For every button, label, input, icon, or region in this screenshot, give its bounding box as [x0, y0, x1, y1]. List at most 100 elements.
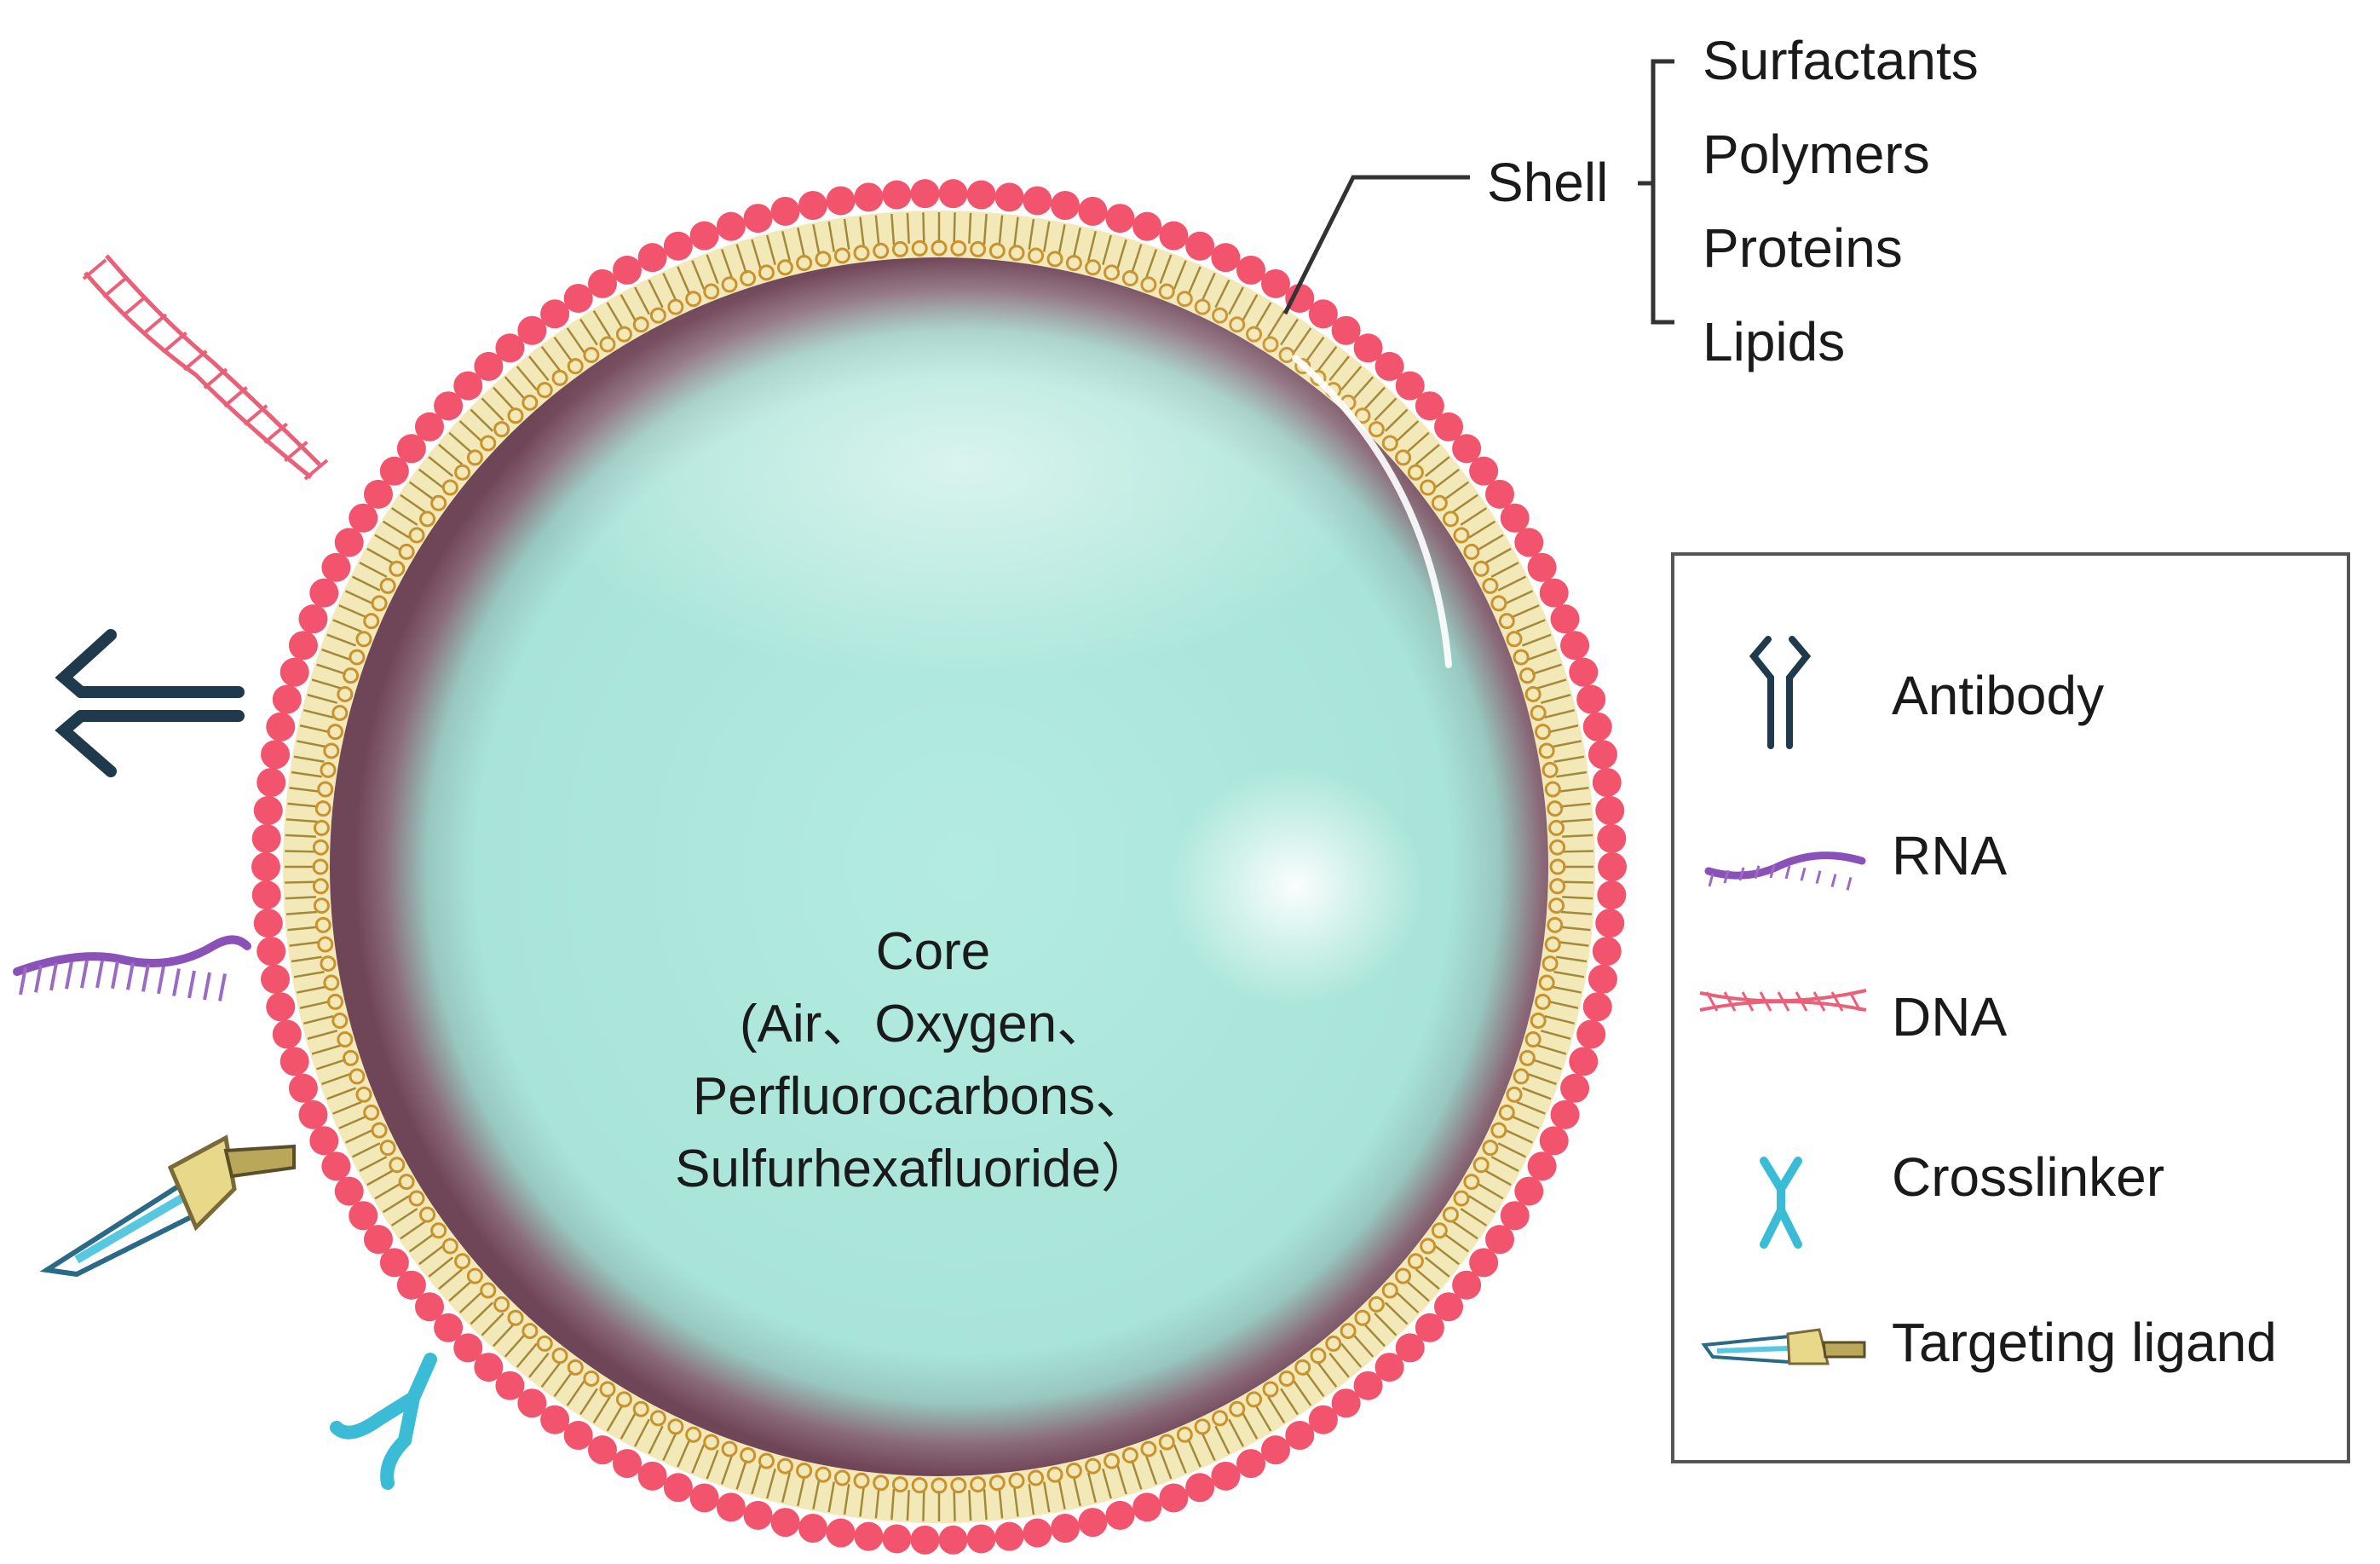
shell-bead — [517, 315, 547, 345]
dna-rung — [263, 422, 289, 444]
shell-bead — [334, 528, 364, 557]
lipid-tail — [287, 802, 319, 808]
rna-tick — [203, 972, 211, 1001]
shell-bead — [309, 1126, 339, 1156]
shell-bead — [253, 909, 283, 938]
lipid-tail — [311, 1044, 342, 1055]
lipid-head — [1472, 1157, 1490, 1174]
dna-rung — [1830, 991, 1844, 1012]
lipid-tail — [1560, 910, 1593, 915]
lipid-head — [615, 1391, 632, 1408]
shell-bead — [251, 880, 281, 910]
shell-bead — [854, 182, 884, 212]
lipid-tail — [1267, 1396, 1286, 1424]
dna-rung — [303, 459, 329, 481]
lipid-tail — [1043, 1481, 1051, 1513]
shell-bead — [349, 503, 378, 533]
lipid-tail — [677, 266, 691, 296]
shell-bead — [321, 1151, 351, 1181]
dna-rung — [1723, 991, 1737, 1012]
lipid-tail — [366, 1169, 395, 1186]
lipid-tail — [1374, 1312, 1397, 1336]
lipid-tail — [1547, 1000, 1579, 1009]
lipid-head — [1065, 1463, 1082, 1480]
lipid-tail — [1558, 787, 1589, 794]
lipid-head — [1085, 1457, 1102, 1475]
dna-rung — [1795, 991, 1808, 1012]
lipid-head — [419, 511, 436, 528]
antibody-icon — [1749, 636, 1812, 749]
lipid-head — [441, 1238, 458, 1255]
crosslinker-attached — [330, 1353, 437, 1490]
lipid-tail — [579, 318, 598, 346]
lipid-tail — [1544, 708, 1575, 719]
lipid-tail — [448, 431, 473, 454]
lipid-head — [1513, 649, 1530, 666]
lipid-head — [1453, 527, 1470, 544]
lipid-head — [1513, 1068, 1530, 1085]
shell-bead — [1434, 1292, 1464, 1322]
lipid-tail — [1547, 724, 1579, 734]
lipid-head — [1420, 1238, 1437, 1255]
lipid-head — [632, 1400, 649, 1417]
lipid-tail — [293, 971, 325, 978]
lipid-head — [970, 1476, 987, 1493]
shell-bead — [256, 937, 286, 967]
lipid-tail — [1521, 633, 1552, 647]
lipid-head — [1463, 1174, 1480, 1191]
lipid-head — [343, 1049, 360, 1066]
shell-label: Shell — [1487, 152, 1608, 213]
dna-strand — [82, 254, 329, 481]
lipid-tail — [1556, 955, 1588, 963]
rna-tick — [1769, 864, 1776, 879]
legend-label-antibody: Antibody — [1892, 665, 2104, 726]
lipid-head — [312, 839, 329, 856]
shell-bead — [1415, 391, 1444, 421]
lipid-tail — [874, 215, 880, 246]
lipid-head — [1542, 955, 1559, 972]
lipid-tail — [1562, 834, 1593, 838]
lipid-tail — [344, 590, 374, 605]
lipid-tail — [691, 260, 706, 290]
lipid-tail — [1159, 1449, 1173, 1480]
shell-bead — [279, 657, 309, 687]
shell-bead — [910, 179, 940, 209]
shell-bead — [1331, 1388, 1361, 1418]
lipid-tail — [1292, 1379, 1312, 1406]
lipid-tail — [338, 604, 368, 619]
shell-bead — [938, 179, 968, 209]
shell-bead — [716, 211, 746, 241]
lipid-head — [1431, 1222, 1448, 1239]
lipid-tail — [1531, 1059, 1562, 1071]
lipid-tail — [720, 1455, 734, 1485]
lipid-tail — [906, 212, 910, 244]
lipid-tail — [812, 1479, 821, 1509]
lipid-head — [1538, 742, 1555, 759]
shell-bead — [1261, 1435, 1290, 1465]
lipid-head — [1278, 1370, 1295, 1387]
core-line-4: Sulfurhexafluoride） — [675, 1140, 1154, 1198]
shell-bead — [966, 180, 996, 210]
shell-bead — [1539, 578, 1569, 608]
lipid-tail — [332, 619, 362, 633]
lipid-tail — [540, 1361, 562, 1388]
lipid-tail — [1405, 1279, 1430, 1302]
rna-tick — [65, 961, 73, 990]
lipid-tail — [566, 327, 586, 355]
lipid-tail — [797, 1475, 806, 1507]
lipid-tail — [1395, 1290, 1420, 1313]
core-line-3: Perfluorocarbons、 — [693, 1067, 1148, 1126]
shell-bead — [1353, 1371, 1383, 1400]
lipid-head — [911, 1477, 928, 1494]
lipid-head — [1368, 1296, 1385, 1313]
shell-bead — [396, 1270, 426, 1300]
lipid-tail — [1510, 1115, 1540, 1129]
lipid-tail — [481, 1312, 504, 1336]
lipid-head — [567, 1359, 584, 1376]
shell-leader-line — [1282, 175, 1470, 315]
shell-bead — [414, 1292, 444, 1322]
lipid-tail — [1201, 1432, 1216, 1462]
lipid-tail — [1424, 456, 1450, 477]
lipid-head — [313, 897, 330, 915]
core-label: Core (Air、Oxygen、 Perfluorocarbons、 Sulf… — [675, 922, 1154, 1198]
